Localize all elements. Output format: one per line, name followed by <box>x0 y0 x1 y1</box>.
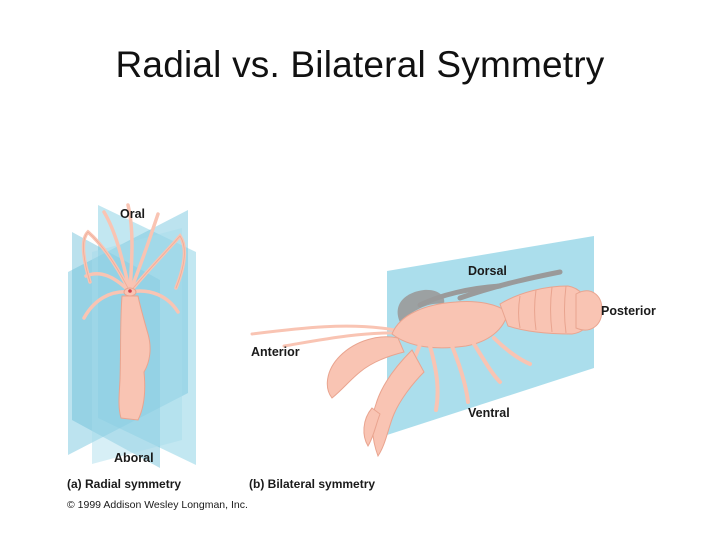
radial-symmetry-diagram: Oral Aboral <box>68 203 196 468</box>
copyright-notice: © 1999 Addison Wesley Longman, Inc. <box>67 499 248 511</box>
crayfish-claw-pincer <box>363 407 381 447</box>
hydra-body <box>118 295 151 421</box>
dorsal-label: Dorsal <box>468 264 507 278</box>
aboral-label: Aboral <box>114 451 154 465</box>
bilateral-symmetry-diagram: Dorsal Posterior Anterior Ventral <box>250 236 656 458</box>
crayfish-upper-claw <box>326 336 405 399</box>
slide-title: Radial vs. Bilateral Symmetry <box>115 44 605 85</box>
crayfish-tail-fan <box>575 290 603 331</box>
crayfish-lower-claw <box>371 349 425 458</box>
crayfish-abdomen-segments <box>518 285 567 334</box>
hydra-tentacle-outline <box>83 231 185 293</box>
hydra-oral-point <box>128 289 132 293</box>
crayfish-antennae <box>250 324 400 348</box>
crayfish-far-claw <box>397 289 445 322</box>
bilateral-caption: (b) Bilateral symmetry <box>249 477 375 491</box>
anterior-label: Anterior <box>251 345 300 359</box>
oral-label: Oral <box>120 207 145 221</box>
posterior-label: Posterior <box>601 304 656 318</box>
radial-caption: (a) Radial symmetry <box>67 477 181 491</box>
ventral-label: Ventral <box>468 406 510 420</box>
